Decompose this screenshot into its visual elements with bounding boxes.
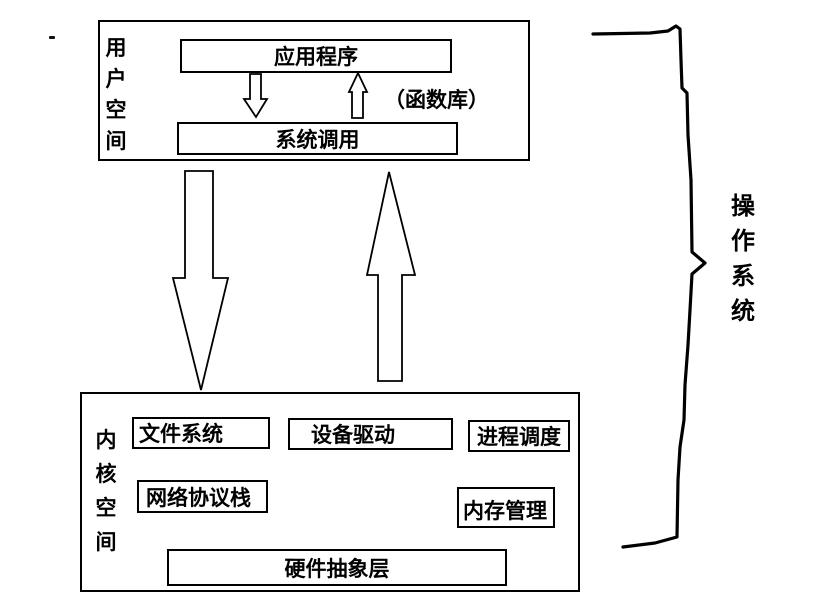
device-driver-label: 设备驱动	[311, 424, 395, 447]
network-stack-label: 网络协议栈	[146, 486, 251, 510]
system-call-label: 系统调用	[275, 128, 360, 152]
small-down-arrow-icon	[242, 73, 269, 119]
big-down-arrow-icon	[171, 170, 230, 391]
application-label: 应用程序	[274, 46, 358, 69]
small-up-arrow-icon	[347, 70, 369, 119]
hardware-abstraction-box: 硬件抽象层	[167, 549, 507, 586]
device-driver-box: 设备驱动	[288, 418, 453, 450]
hardware-abstraction-label: 硬件抽象层	[284, 557, 390, 581]
library-note-label: （函数库）	[384, 89, 489, 112]
network-stack-box: 网络协议栈	[137, 480, 268, 513]
memory-management-label: 内存管理	[463, 500, 547, 523]
memory-management-box: 内存管理	[457, 487, 555, 528]
file-system-label: 文件系统	[139, 423, 223, 446]
user-space-label: 用户空间	[105, 37, 127, 153]
operating-system-label: 操作系统	[731, 193, 755, 325]
process-scheduling-box: 进程调度	[468, 420, 570, 452]
system-call-box: 系统调用	[177, 122, 458, 155]
application-box: 应用程序	[180, 39, 452, 73]
kernel-space-label: 内核空间	[95, 429, 117, 554]
stray-dot-mark	[49, 36, 55, 39]
file-system-box: 文件系统	[132, 417, 270, 449]
big-up-arrow-icon	[365, 171, 417, 382]
curly-brace-icon	[591, 24, 707, 549]
process-scheduling-label: 进程调度	[477, 426, 561, 449]
